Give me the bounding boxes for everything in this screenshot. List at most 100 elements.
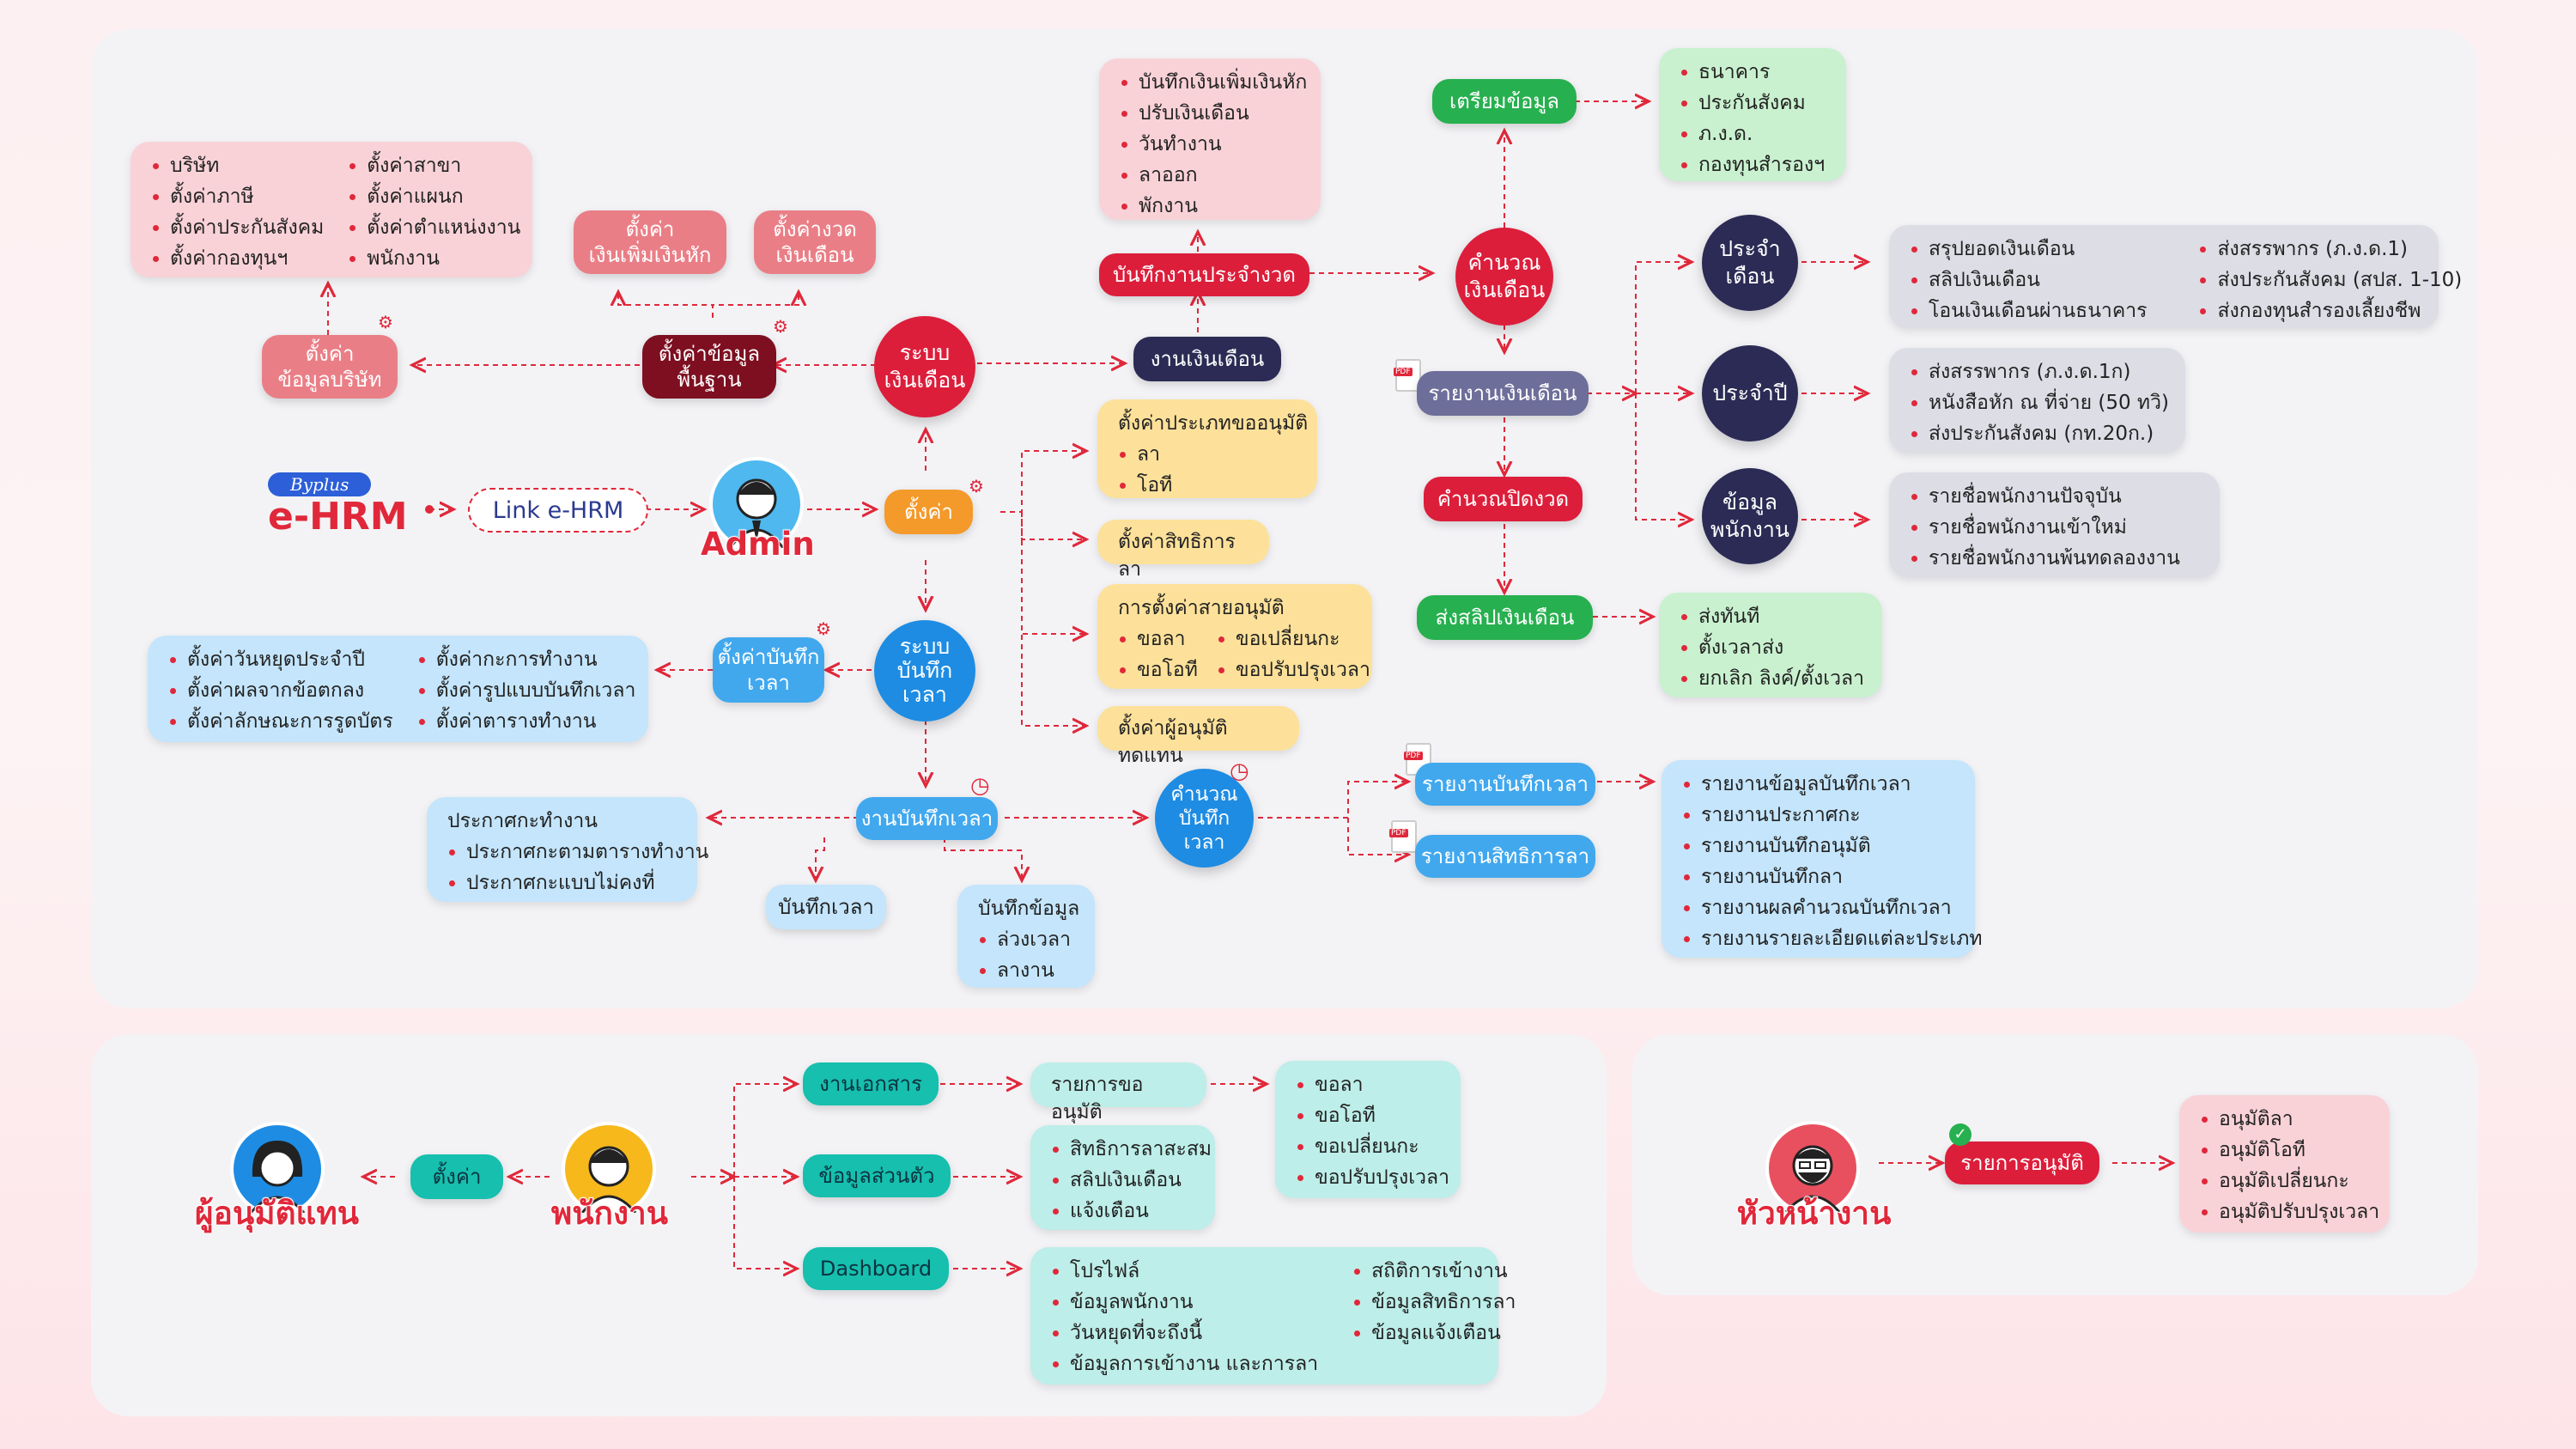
approve-items-box: อนุมัติลาอนุมัติโอทีอนุมัติเปลี่ยนกะอนุม… [2179, 1095, 2390, 1233]
list-item: ส่งกองทุนสำรองเลี้ยงชีพ [2198, 295, 2462, 326]
company-items-box: บริษัทตั้งค่าภาษีตั้งค่าประกันสังคมตั้งค… [131, 142, 532, 277]
prepare-data-node[interactable]: เตรียมข้อมูล [1432, 79, 1577, 124]
list-item: โปรไฟล์ [1051, 1256, 1318, 1287]
close-period-node[interactable]: คำนวณปิดงวด [1424, 477, 1583, 521]
list-item: ตั้งค่ากองทุนฯ [151, 243, 324, 274]
record-data-box: บันทึกข้อมูล ล่วงเวลาลางาน [957, 885, 1095, 988]
shift-announce-box: ประกาศกะทำงาน ประกาศกะตามตารางทำงานประกา… [427, 797, 708, 902]
list-item: แจ้งเตือน [1051, 1196, 1194, 1227]
list-item: ข้อมูลการเข้างาน และการลา [1051, 1349, 1318, 1379]
time-report-node[interactable]: รายงานบันทึกเวลา [1415, 763, 1595, 806]
list-item: ส่งประกันสังคม (สปส. 1-10) [2198, 265, 2462, 295]
employee-items-box: รายชื่อพนักงานปัจจุบันรายชื่อพนักงานเข้า… [1889, 472, 2220, 577]
list-item: รายงานรายละเอียดแต่ละประเภท [1682, 923, 1983, 954]
list-item: พักงาน [1120, 191, 1300, 222]
list-item: ส่งทันที [1680, 601, 1862, 632]
period-items-box: บันทึกเงินเพิ่มเงินหักปรับเงินเดือนวันทำ… [1099, 58, 1321, 220]
list-item: ตั้งค่าผลจากข้อตกลง [168, 675, 393, 706]
calc-time-node[interactable]: คำนวณ บันทึก เวลา [1155, 769, 1254, 868]
list-item: สลิปเงินเดือน [1051, 1165, 1194, 1196]
list-item: ลางาน [978, 955, 1074, 986]
period-record-node[interactable]: บันทึกงานประจำงวด [1099, 253, 1309, 296]
doc-work-node[interactable]: งานเอกสาร [803, 1062, 939, 1105]
list-item: ส่งสรรพากร (ภ.ง.ด.1ก) [1910, 356, 2165, 387]
dashboard-items-box: โปรไฟล์ข้อมูลพนักงานวันหยุดที่จะถึงนี้ข้… [1030, 1247, 1516, 1385]
logo: Byplus e-HRM [268, 472, 408, 539]
check-icon: ✓ [1949, 1123, 1971, 1146]
list-item: รายงานบันทึกอนุมัติ [1682, 831, 1954, 861]
monthly-node[interactable]: ประจำ เดือน [1702, 215, 1798, 311]
slip-items-box: ส่งทันทีตั้งเวลาส่งยกเลิก ลิงค์/ตั้งเวลา [1659, 593, 1882, 697]
list-item: ตั้งค่าประกันสังคม [151, 212, 324, 243]
list-item: ตั้งเวลาส่ง [1680, 632, 1862, 663]
list-item: วันทำงาน [1120, 129, 1300, 160]
list-item: ประกาศกะแบบไม่คงที่ [447, 868, 677, 898]
list-item: ตั้งค่าลักษณะการรูดบัตร [168, 706, 393, 737]
list-item: ตั้งค่าวันหยุดประจำปี [168, 644, 393, 675]
list-item: สลิปเงินเดือน [1910, 265, 2147, 295]
yearly-items-box: ส่งสรรพากร (ภ.ง.ด.1ก)หนังสือหัก ณ ที่จ่า… [1889, 348, 2185, 453]
list-item: ตั้งค่าตำแหน่งงาน [348, 212, 520, 243]
set-period-node[interactable]: ตั้งค่างวด เงินเดือน [754, 210, 876, 274]
logo-badge: Byplus [268, 472, 372, 496]
leave-rights-node[interactable]: ตั้งค่าสิทธิการลา [1097, 520, 1269, 581]
payroll-system-node[interactable]: ระบบ เงินเดือน [874, 316, 975, 417]
approve-list-node[interactable]: รายการอนุมัติ [1945, 1142, 2099, 1184]
approver-sub-label: ผู้อนุมัติแทน [194, 1194, 360, 1233]
leave-report-node[interactable]: รายงานสิทธิการลา [1415, 835, 1595, 878]
list-item: ภ.ง.ด. [1680, 119, 1826, 149]
list-item: บันทึกเงินเพิ่มเงินหัก [1120, 67, 1307, 98]
employee-data-node[interactable]: ข้อมูล พนักงาน [1702, 468, 1798, 564]
send-slip-node[interactable]: ส่งสลิปเงินเดือน [1417, 595, 1593, 640]
time-settings-node[interactable]: ตั้งค่าบันทึก เวลา [713, 637, 824, 703]
list-item: ขอลา [1118, 624, 1198, 654]
list-item: ลา [1118, 439, 1297, 470]
list-item: ตั้งค่ากะการทำงาน [417, 644, 636, 675]
list-item: ตั้งค่าตารางทำงาน [417, 706, 636, 737]
employee-avatar [562, 1122, 656, 1216]
admin-avatar [709, 457, 804, 551]
list-item: รายงานประกาศกะ [1682, 800, 1954, 831]
request-list-box: ขอลาขอโอทีขอเปลี่ยนกะขอปรับปรุงเวลา [1275, 1061, 1461, 1198]
approval-line-box: การตั้งค่าสายอนุมัติ ขอลาขอโอที ขอเปลี่ย… [1097, 584, 1372, 689]
time-work-node[interactable]: งานบันทึกเวลา [856, 797, 998, 840]
payroll-work-node[interactable]: งานเงินเดือน [1133, 337, 1281, 381]
list-item: กองทุนสำรองฯ [1680, 149, 1826, 180]
monthly-items-box: สรุปยอดเงินเดือนสลิปเงินเดือนโอนเงินเดือ… [1889, 225, 2462, 328]
clock-icon: ◷ [1230, 758, 1249, 784]
request-type-title: ตั้งค่าประเภทขออนุมัติ [1118, 412, 1309, 435]
list-item: รายชื่อพนักงานพ้นทดลองงาน [1910, 543, 2199, 574]
list-item: ขอโอที [1118, 654, 1198, 685]
time-settings-box: ตั้งค่าวันหยุดประจำปีตั้งค่าผลจากข้อตกลง… [148, 636, 648, 742]
personal-items-box: สิทธิการลาสะสมสลิปเงินเดือนแจ้งเตือน [1030, 1125, 1215, 1230]
list-item: หนังสือหัก ณ ที่จ่าย (50 ทวิ) [1910, 387, 2169, 418]
list-item: ยกเลิก ลิงค์/ตั้งเวลา [1680, 663, 1864, 694]
request-list-node[interactable]: รายการขออนุมัติ [1030, 1062, 1206, 1123]
list-item: อนุมัติลา [2200, 1104, 2369, 1135]
dashboard-node[interactable]: Dashboard [803, 1247, 949, 1290]
time-system-node[interactable]: ระบบ บันทึก เวลา [874, 620, 975, 721]
list-item: ปรับเงินเดือน [1120, 98, 1300, 129]
list-item: อนุมัติโอที [2200, 1135, 2369, 1166]
yearly-node[interactable]: ประจำปี [1702, 345, 1798, 441]
list-item: ข้อมูลพนักงาน [1051, 1287, 1318, 1318]
calc-salary-node[interactable]: คำนวณ เงินเดือน [1455, 228, 1553, 326]
list-item: ตั้งค่าแผนก [348, 181, 520, 212]
record-time-node[interactable]: บันทึกเวลา [766, 885, 886, 929]
sub-approver-node[interactable]: ตั้งค่าผู้อนุมัติทดแทน [1097, 706, 1299, 767]
list-item: ตั้งค่ารูปแบบบันทึกเวลา [417, 675, 635, 706]
link-ehrm[interactable]: Link e-HRM [468, 488, 648, 533]
time-report-box: รายงานข้อมูลบันทึกเวลารายงานประกาศกะรายง… [1662, 760, 1983, 958]
salary-report-node[interactable]: รายงานเงินเดือน [1417, 371, 1589, 416]
emp-settings-node[interactable]: ตั้งค่า [410, 1154, 503, 1199]
company-settings-node[interactable]: ตั้งค่า ข้อมูลบริษัท [262, 335, 398, 399]
settings-node[interactable]: ตั้งค่า [884, 490, 973, 534]
set-add-deduct-node[interactable]: ตั้งค่า เงินเพิ่มเงินหัก [574, 210, 726, 274]
base-settings-node[interactable]: ตั้งค่าข้อมูล พื้นฐาน [642, 335, 776, 399]
admin-label: Admin [700, 525, 816, 563]
personal-info-node[interactable]: ข้อมูลส่วนตัว [803, 1154, 951, 1197]
record-data-title: บันทึกข้อมูล [978, 898, 1080, 920]
prepare-items-box: ธนาคารประกันสังคมภ.ง.ด.กองทุนสำรองฯ [1659, 48, 1846, 181]
gear-icon: ⚙ [378, 312, 393, 332]
list-item: วันหยุดที่จะถึงนี้ [1051, 1318, 1318, 1349]
